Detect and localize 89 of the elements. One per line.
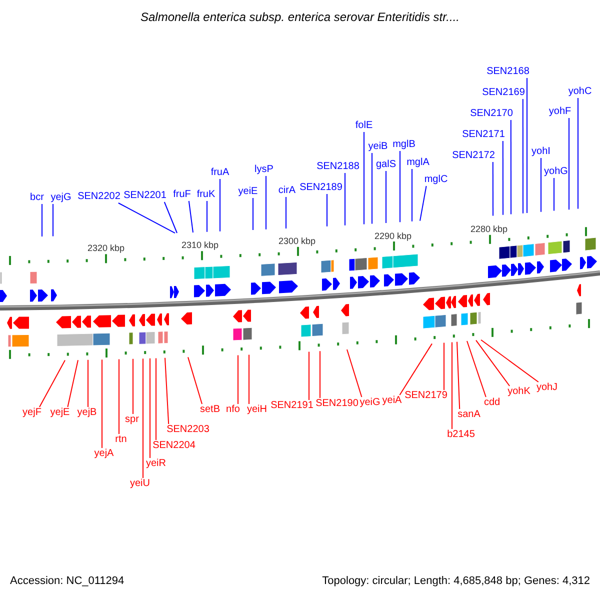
gene-label: SEN2201 <box>124 190 166 202</box>
leader-line <box>326 194 328 227</box>
scale-label: 2280 kbp <box>470 224 508 234</box>
gene-label: yohK <box>508 386 530 398</box>
gene-label: SEN2169 <box>482 87 525 99</box>
gene-label: yeiU <box>130 478 150 490</box>
gene-label: setB <box>200 404 220 416</box>
gene-label: b2145 <box>447 429 475 441</box>
gene-label: folE <box>355 120 373 132</box>
gene-label: rtn <box>115 434 127 446</box>
gene-label: spr <box>125 414 139 426</box>
gene-label: yejF <box>22 407 42 419</box>
gene-label: SEN2188 <box>316 161 360 173</box>
gene-label: lysP <box>254 164 274 176</box>
leader-line <box>466 340 486 398</box>
leader-line <box>39 360 66 408</box>
leader-line <box>510 120 512 215</box>
gene-label: SEN2204 <box>152 440 196 452</box>
gene-label: SEN2203 <box>166 424 210 436</box>
leader-line <box>492 162 494 216</box>
gene-label: yohF <box>548 106 572 118</box>
leader-line <box>308 351 310 400</box>
leader-line <box>399 343 432 396</box>
gene-label: yeiG <box>360 397 380 409</box>
leader-line <box>188 356 202 404</box>
gene-label: fruF <box>173 189 191 201</box>
gene-label: yejG <box>50 192 72 204</box>
gene-label: sanA <box>458 409 480 421</box>
leader-line <box>67 360 78 408</box>
gene-label: galS <box>376 159 396 171</box>
gene-label: yohG <box>544 166 568 178</box>
gene-label: yejB <box>77 407 97 419</box>
title: Salmonella enterica subsp. enterica serovar Enteritidis str.... <box>140 10 460 24</box>
gene-label: yeiR <box>146 458 166 470</box>
gene-label: nfo <box>226 404 240 416</box>
leader-line <box>420 186 427 222</box>
gene-label: SEN2202 <box>78 191 120 203</box>
scale-label: 2320 kbp <box>87 243 125 254</box>
leader-line <box>456 341 460 410</box>
leader-line <box>164 202 178 234</box>
leader-line <box>142 358 144 478</box>
gene-label: fruK <box>196 189 216 201</box>
gene-label: yejE <box>50 407 70 419</box>
gene-label: SEN2179 <box>404 390 448 402</box>
gene-label: yeiE <box>238 186 258 198</box>
leader-line <box>568 118 570 210</box>
scale-label: 2290 kbp <box>374 230 412 241</box>
gene-label: SEN2171 <box>462 129 505 141</box>
scale-label: 2300 kbp <box>278 236 316 246</box>
leader-line <box>522 98 524 214</box>
leader-line <box>526 78 528 214</box>
leader-line <box>118 358 120 434</box>
gene-label: cdd <box>484 397 500 409</box>
gene-label: mglB <box>392 139 416 151</box>
gene-label: yejA <box>94 448 114 460</box>
gene-label: SEN2168 <box>486 66 530 78</box>
gene-label: SEN2191 <box>270 400 314 412</box>
gene-label: yohI <box>532 146 550 158</box>
gene-label: mglA <box>406 157 430 169</box>
gene-label: fruA <box>210 167 230 179</box>
gene-label: SEN2189 <box>300 182 342 194</box>
gene-label: yeiB <box>368 141 388 153</box>
gene-label: cirA <box>278 185 296 197</box>
gene-label: SEN2170 <box>470 108 513 120</box>
gene-label: bcr <box>30 192 44 204</box>
leader-line <box>248 354 250 404</box>
footer-text: Accession: NC_011294 <box>10 575 124 588</box>
leader-line <box>502 140 504 216</box>
footer-text: Topology: circular; Length: 4,685,848 bp; Genes: 4,312 <box>322 575 590 588</box>
leader-line <box>346 349 362 398</box>
leader-line <box>252 198 254 230</box>
gene-label: SEN2190 <box>316 398 358 410</box>
leader-line <box>164 357 170 424</box>
leader-line <box>52 204 54 237</box>
gene-label: yohC <box>568 86 592 98</box>
leader-line <box>476 340 510 386</box>
leader-line <box>344 172 346 226</box>
scale-label: 2310 kbp <box>181 240 219 250</box>
leader-line <box>540 158 542 212</box>
leader-line <box>132 358 134 414</box>
leader-line <box>188 200 194 233</box>
gene-label: mglC <box>424 174 448 186</box>
gene-label: SEN2172 <box>452 150 495 162</box>
gene-label: yeiA <box>382 395 402 407</box>
gene-label: yohJ <box>536 382 558 394</box>
leader-line <box>480 339 539 382</box>
leader-line <box>206 200 208 232</box>
gene-label: yeiH <box>247 404 267 416</box>
leader-line <box>118 202 176 234</box>
